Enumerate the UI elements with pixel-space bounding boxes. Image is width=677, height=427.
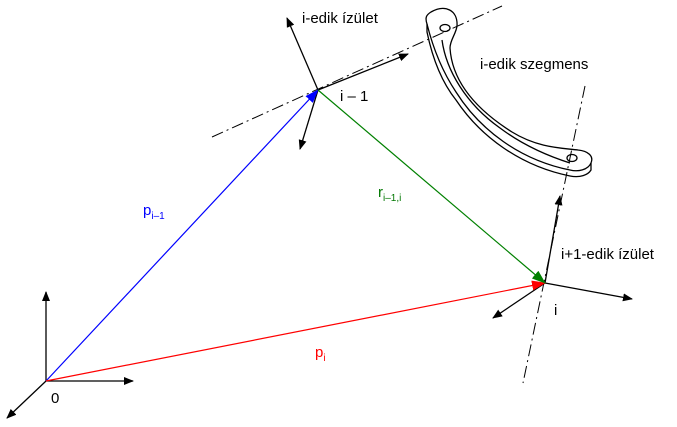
label-p-i-sub: i	[323, 353, 325, 364]
label-r-main: r	[378, 184, 383, 201]
label-r-i-minus-1-i: ri–1,i	[378, 184, 401, 204]
segment-link-inner	[441, 39, 571, 164]
vector-r-i-minus-1-i	[317, 89, 546, 284]
label-p-i-minus-1-sub: i–1	[151, 211, 165, 222]
label-frame-i-minus-1: i – 1	[340, 88, 368, 105]
label-p-i-main: p	[315, 344, 323, 361]
label-p-i-minus-1-main: p	[143, 202, 151, 219]
label-p-i-minus-1: pi–1	[143, 202, 165, 222]
label-origin: 0	[51, 390, 59, 407]
base-frame-diagonal-axis	[6, 380, 47, 419]
label-p-i: pi	[315, 344, 326, 364]
base-frame	[6, 291, 134, 419]
frame-i-minus-1-up-axis	[286, 17, 319, 91]
label-joint-i: i-edik ízület	[302, 10, 379, 27]
frame-i-up-axis	[544, 195, 563, 284]
label-r-sub: i–1,i	[383, 193, 401, 204]
segment-link-shape	[425, 7, 593, 178]
vector-p-i	[45, 280, 546, 382]
vector-p-i-minus-1	[45, 89, 319, 382]
joint-axis-i-plus-1-line	[522, 85, 586, 384]
segment-link-outer	[425, 7, 593, 172]
segment-bottom-hole	[566, 153, 578, 163]
label-joint-i-plus-1: i+1-edik ízület	[561, 246, 655, 263]
frame-i-right-axis	[544, 282, 633, 302]
segment-link-lower-edge	[426, 24, 592, 178]
joint-axis-i-line	[211, 5, 503, 138]
segment-top-hole	[439, 23, 451, 33]
frame-i-minus-1-right-axis	[317, 53, 409, 91]
frame-i-minus-1	[286, 17, 409, 150]
label-segment-i: i-edik szegmens	[480, 56, 588, 73]
label-frame-i: i	[554, 302, 557, 319]
